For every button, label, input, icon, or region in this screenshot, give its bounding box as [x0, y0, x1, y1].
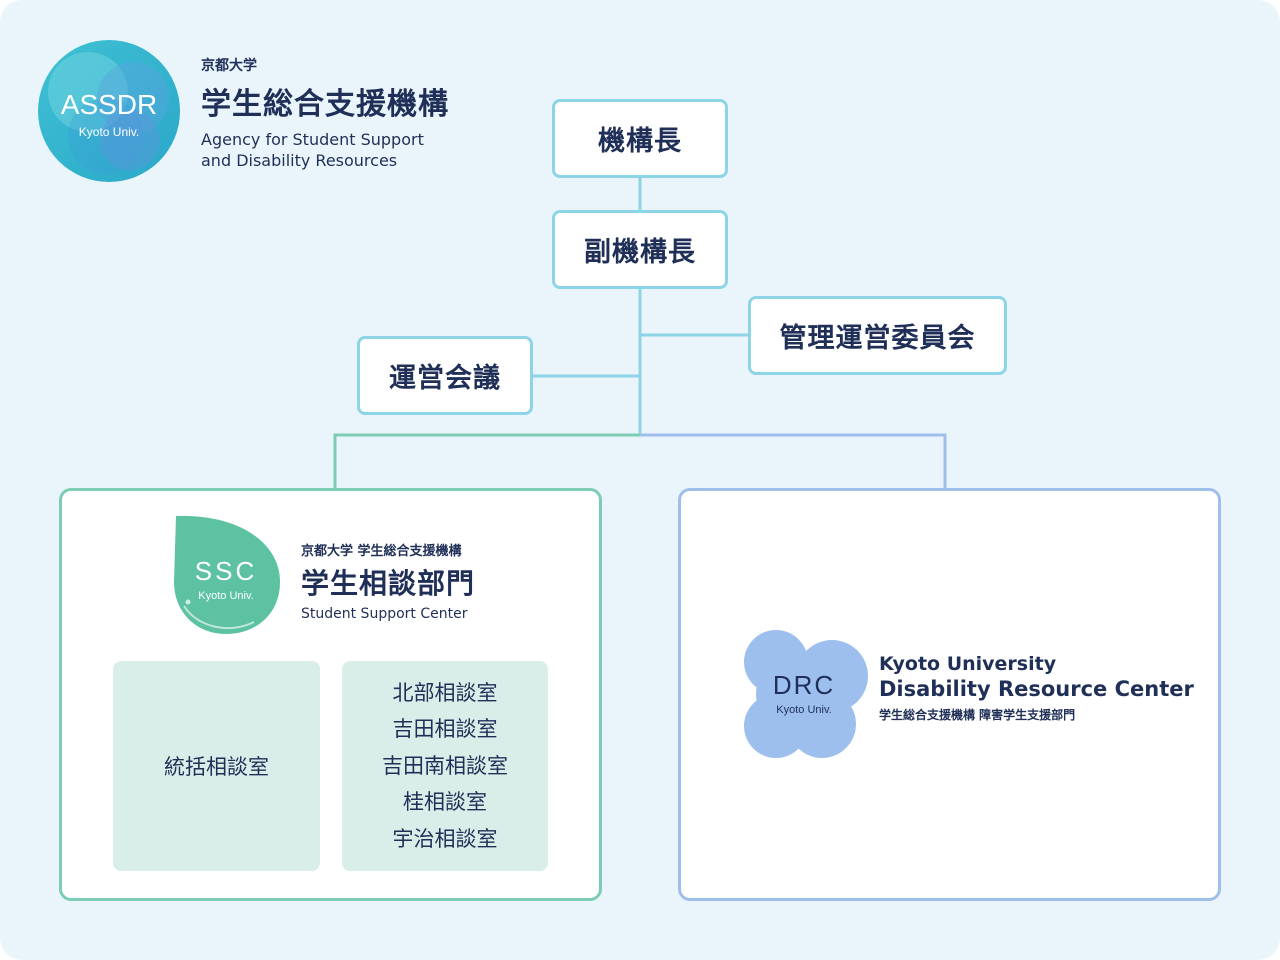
- ssc-title-block: 京都大学 学生総合支援機構 学生相談部門 Student Support Cen…: [301, 540, 475, 622]
- assdr-logo-text: ASSDR: [61, 89, 157, 120]
- node-management-committee: 管理運営委員会: [748, 296, 1007, 375]
- node-deputy-director: 副機構長: [552, 210, 728, 289]
- node-operations-council: 運営会議: [357, 336, 533, 415]
- ssc-parent-name: 京都大学 学生総合支援機構: [301, 544, 462, 559]
- ssc-logo-sub: Kyoto Univ.: [198, 590, 253, 602]
- ssc-central-room: 統括相談室: [113, 661, 320, 871]
- drc-name-ja: 学生総合支援機構 障害学生支援部門: [879, 708, 1076, 722]
- assdr-name-en-line1: Agency for Student Support: [201, 130, 424, 149]
- ssc-logo: SSC Kyoto Univ.: [168, 512, 286, 636]
- assdr-name-ja: 学生総合支援機構: [201, 87, 449, 122]
- assdr-university: 京都大学: [201, 58, 257, 74]
- assdr-logo: ASSDR Kyoto Univ.: [38, 40, 180, 182]
- drc-panel: [678, 488, 1221, 901]
- ssc-name-en: Student Support Center: [301, 606, 468, 622]
- drc-logo-text: DRC: [773, 670, 835, 700]
- drc-name-en-line1: Kyoto University: [879, 653, 1057, 675]
- drc-name-en-line2: Disability Resource Center: [879, 677, 1194, 701]
- assdr-name-en-line2: and Disability Resources: [201, 151, 398, 170]
- ssc-branch-rooms: 北部相談室 吉田相談室 吉田南相談室 桂相談室 宇治相談室: [342, 661, 548, 871]
- node-director: 機構長: [552, 99, 728, 178]
- room-item: 吉田相談室: [392, 717, 498, 742]
- room-item: 桂相談室: [403, 790, 487, 815]
- room-item: 宇治相談室: [392, 826, 498, 851]
- drc-title-block: Kyoto University Disability Resource Cen…: [879, 653, 1194, 723]
- room-item: 吉田南相談室: [382, 753, 508, 778]
- drc-logo: DRC Kyoto Univ.: [736, 628, 870, 760]
- ssc-logo-text: SSC: [195, 556, 257, 586]
- assdr-name-en: Agency for Student Support and Disabilit…: [201, 129, 449, 171]
- drc-logo-sub: Kyoto Univ.: [776, 704, 831, 716]
- assdr-logo-sub: Kyoto Univ.: [79, 125, 139, 139]
- ssc-name-ja: 学生相談部門: [301, 567, 476, 600]
- central-room-label: 統括相談室: [164, 755, 269, 779]
- assdr-title-block: 京都大学 学生総合支援機構 Agency for Student Support…: [201, 55, 449, 171]
- room-item: 北部相談室: [392, 680, 498, 705]
